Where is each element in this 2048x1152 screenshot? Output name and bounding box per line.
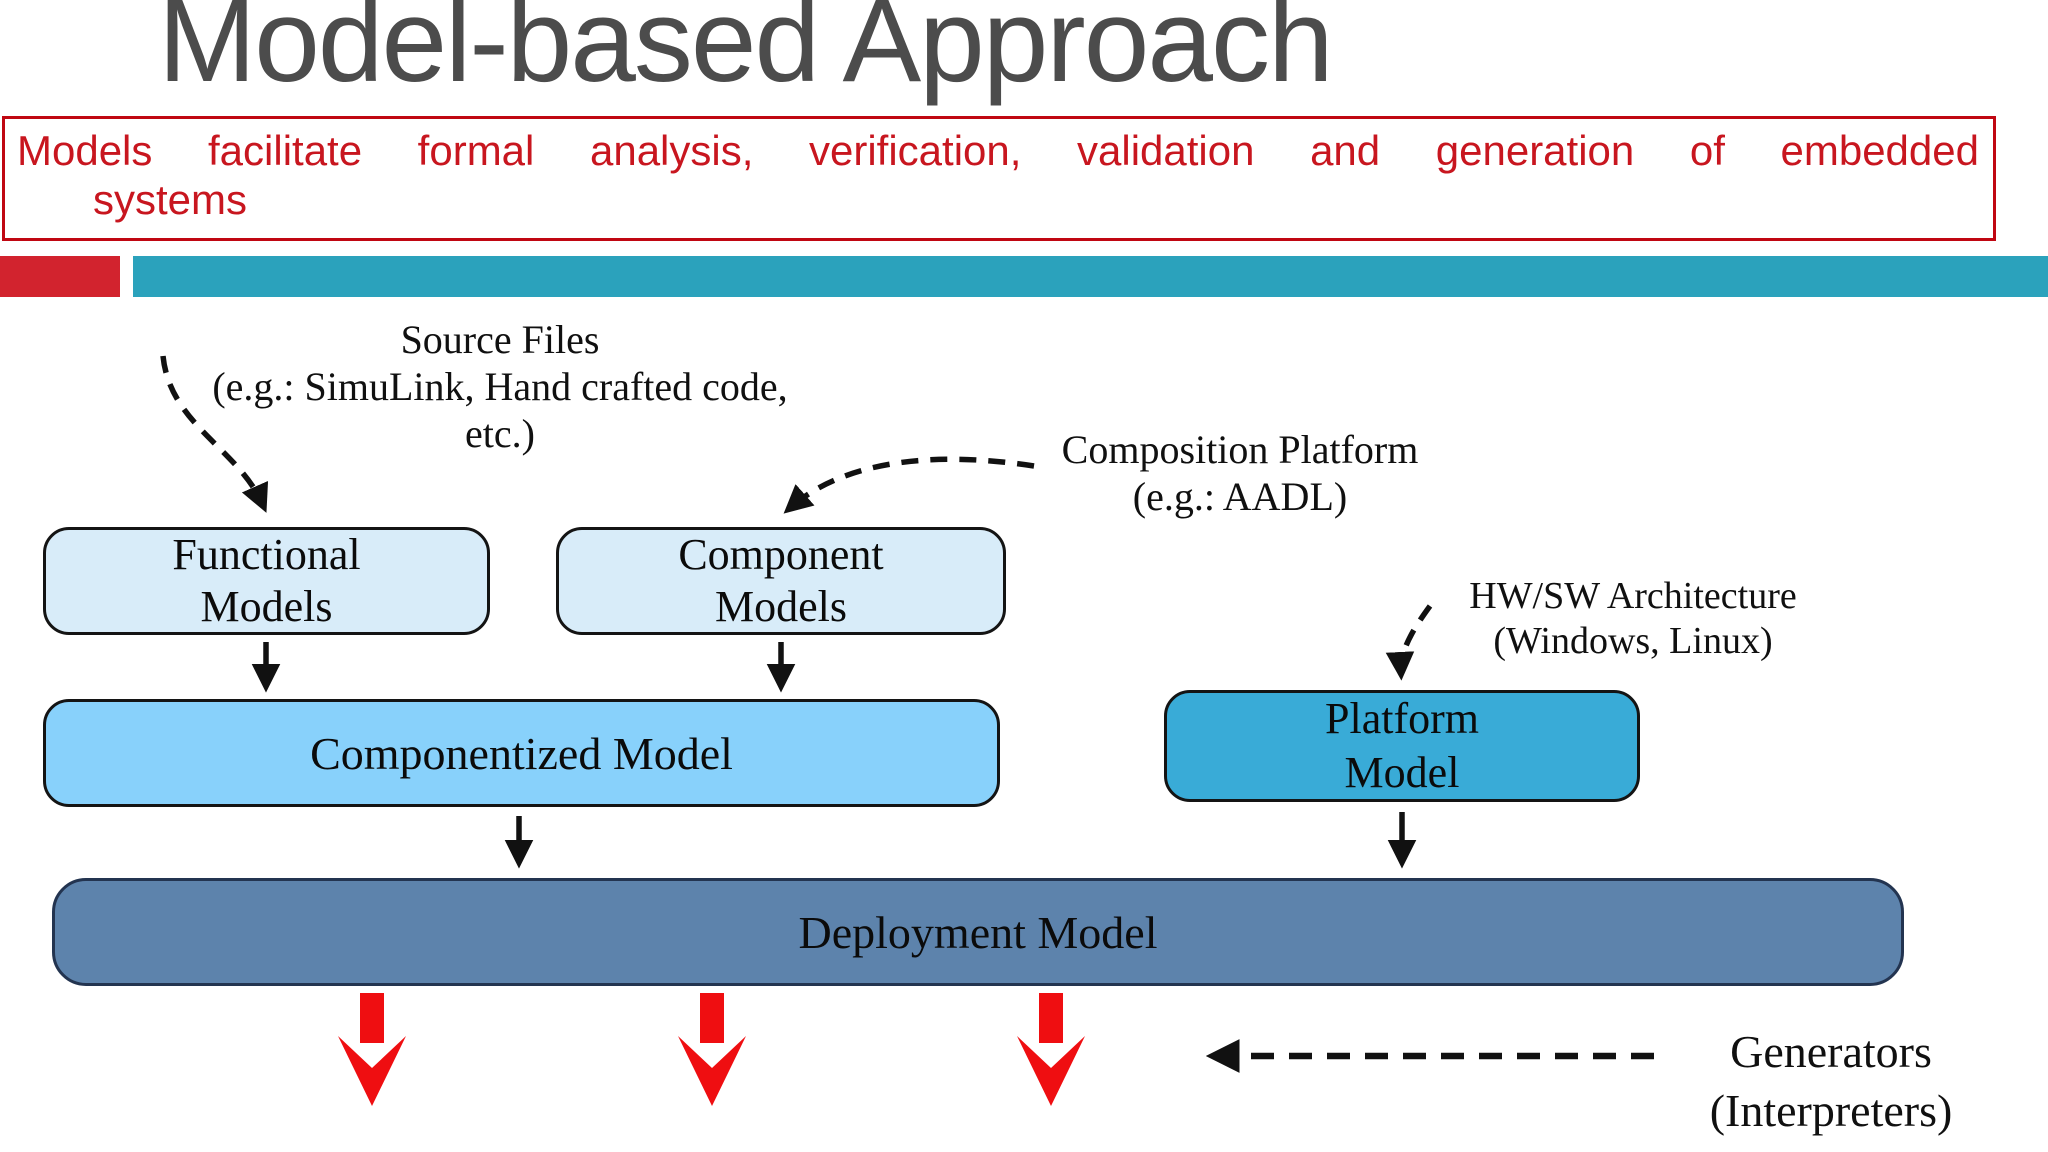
generators-line-1: Generators (1730, 1026, 1932, 1077)
composition-platform-line-2: (e.g.: AADL) (1132, 474, 1348, 519)
functional-models-line-2: Models (200, 582, 333, 631)
key-message-line-2: systems (93, 176, 248, 223)
generators-label: Generators (Interpreters) (1656, 1022, 2006, 1140)
red-output-arrow-1 (338, 993, 406, 1106)
page-title: Model-based Approach (158, 0, 1334, 107)
functional-models-line-1: Functional (172, 530, 361, 579)
key-message-box: Models facilitate formal analysis, verif… (2, 116, 1996, 241)
platform-model-box: Platform Model (1164, 690, 1640, 802)
hwsw-architecture-label: HW/SW Architecture (Windows, Linux) (1423, 574, 1843, 664)
hwsw-architecture-line-2: (Windows, Linux) (1493, 620, 1773, 662)
componentized-model-box: Componentized Model (43, 699, 1000, 807)
component-models-line-2: Models (715, 582, 847, 631)
key-message-line-1: Models facilitate formal analysis, verif… (17, 127, 1979, 174)
composition-platform-line-1: Composition Platform (1061, 427, 1419, 472)
red-output-arrow-3 (1017, 993, 1085, 1106)
generators-line-2: (Interpreters) (1709, 1085, 1953, 1136)
componentized-model-label: Componentized Model (310, 727, 733, 779)
accent-bar-red (0, 256, 120, 297)
functional-models-box: Functional Models (43, 527, 490, 635)
source-files-label: Source Files (e.g.: SimuLink, Hand craft… (175, 316, 825, 457)
component-models-box: Component Models (556, 527, 1006, 635)
red-output-arrow-2 (678, 993, 746, 1106)
component-models-line-1: Component (678, 530, 884, 579)
dashed-arrow-composition-to-component (783, 456, 1035, 514)
hwsw-architecture-line-1: HW/SW Architecture (1469, 575, 1797, 617)
platform-model-line-2: Model (1344, 748, 1460, 797)
deployment-model-box: Deployment Model (52, 878, 1904, 986)
source-files-line-2: (e.g.: SimuLink, Hand crafted code, etc.… (212, 364, 788, 456)
accent-bar-teal (133, 256, 2048, 297)
source-files-line-1: Source Files (400, 317, 600, 362)
deployment-model-label: Deployment Model (798, 906, 1158, 958)
platform-model-line-1: Platform (1325, 694, 1479, 743)
composition-platform-label: Composition Platform (e.g.: AADL) (1020, 426, 1460, 520)
